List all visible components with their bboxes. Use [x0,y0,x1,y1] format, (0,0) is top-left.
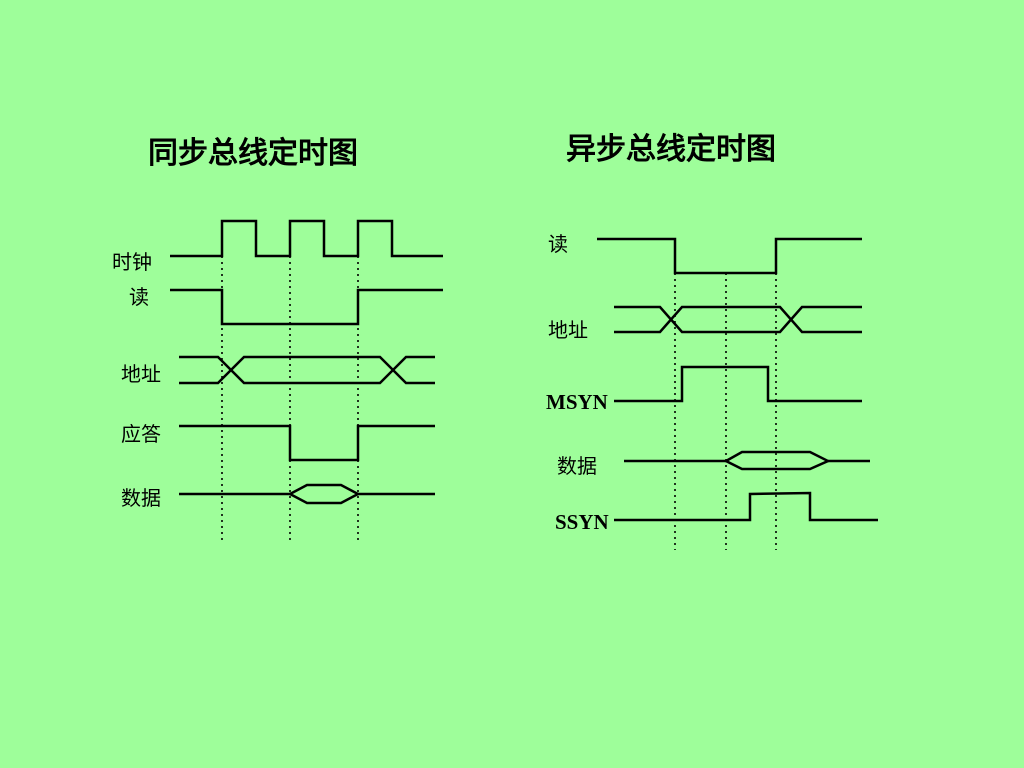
sync-label-read: 读 [129,285,149,309]
sync-diagram-title: 同步总线定时图 [148,136,358,171]
sync-ack-waveform [179,424,435,462]
sync-label-data: 数据 [121,486,161,510]
async-ssyn-waveform [614,491,878,522]
sync-read-waveform [170,288,443,326]
sync-label-address: 地址 [121,362,161,386]
sync-timing-diagram [170,219,443,542]
async-diagram-title: 异步总线定时图 [566,132,776,167]
async-label-address: 地址 [548,318,588,342]
sync-label-ack: 应答 [121,422,161,446]
async-label-read: 读 [548,232,568,256]
async-label-data: 数据 [557,454,597,478]
sync-data-waveform [179,483,435,505]
async-msyn-waveform [614,365,862,403]
async-data-waveform [624,450,870,471]
async-label-msyn: MSYN [546,390,608,414]
sync-clock-waveform [170,219,443,258]
sync-address-waveform [179,355,435,385]
async-address-waveform [614,305,862,334]
async-timing-diagram [597,237,878,550]
async-label-ssyn: SSYN [555,510,609,534]
sync-label-clock: 时钟 [112,250,152,274]
async-read-waveform [597,237,862,275]
